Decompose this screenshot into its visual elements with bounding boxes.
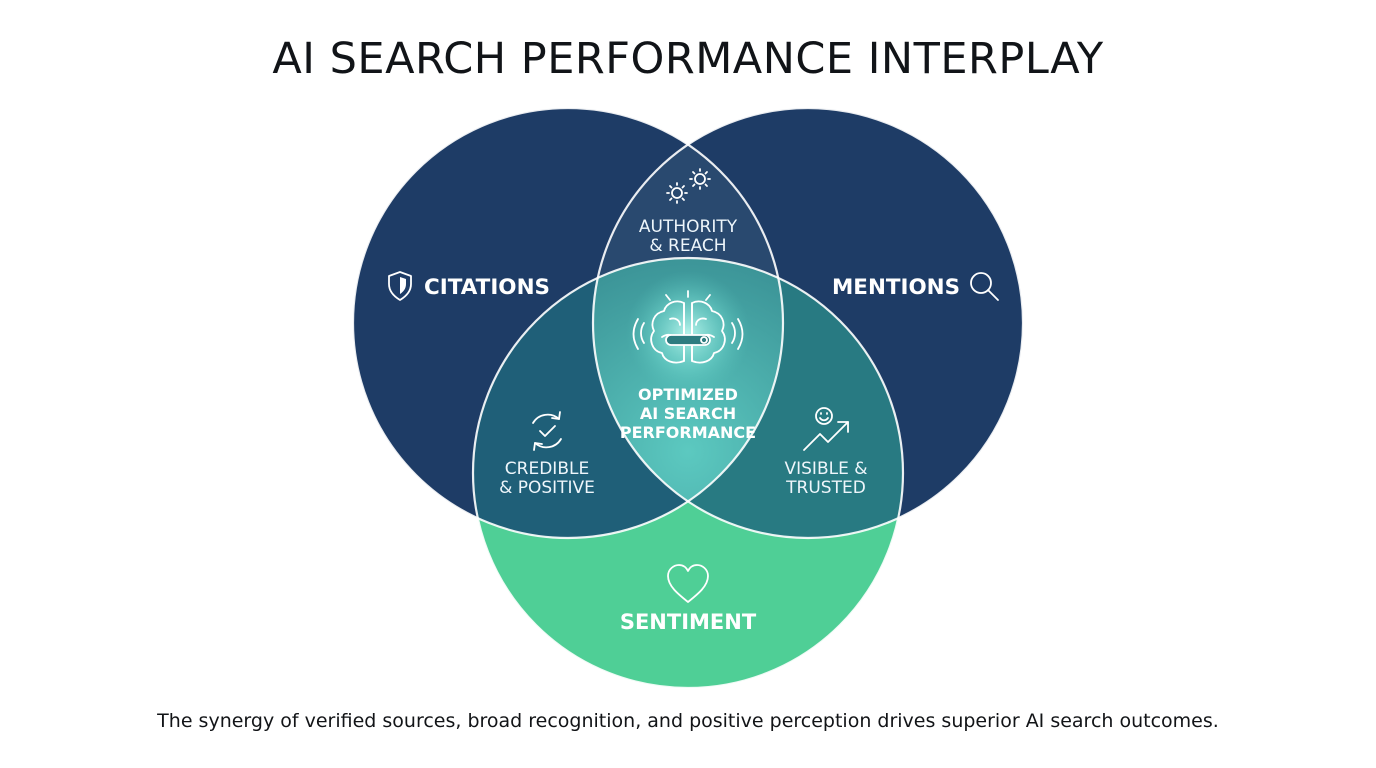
credible-positive-line1: CREDIBLE — [505, 459, 589, 479]
overlap-center — [593, 258, 783, 538]
center-line1: OPTIMIZED — [638, 385, 738, 404]
magnifier-icon — [970, 272, 999, 301]
growth-smile-icon — [803, 407, 849, 451]
citations-label: CITATIONS — [424, 275, 550, 299]
caption: The synergy of verified sources, broad r… — [157, 710, 1219, 732]
center-line3: PERFORMANCE — [620, 423, 756, 442]
visible-trusted-line2: TRUSTED — [785, 478, 866, 498]
refresh-check-icon — [532, 411, 562, 451]
credible-positive-line2: & POSITIVE — [499, 478, 595, 498]
authority-reach-line1: AUTHORITY — [639, 217, 738, 237]
authority-reach-line2: & REACH — [649, 236, 726, 256]
page-title: AI SEARCH PERFORMANCE INTERPLAY — [272, 34, 1104, 84]
brain-icon — [632, 290, 744, 364]
visible-trusted-line1: VISIBLE & — [785, 459, 868, 479]
gears-icon — [666, 168, 711, 204]
heart-icon — [667, 564, 709, 603]
sentiment-label: SENTIMENT — [620, 610, 757, 634]
center-line2: AI SEARCH — [640, 404, 736, 423]
mentions-label: MENTIONS — [832, 275, 960, 299]
shield-icon — [388, 271, 412, 301]
